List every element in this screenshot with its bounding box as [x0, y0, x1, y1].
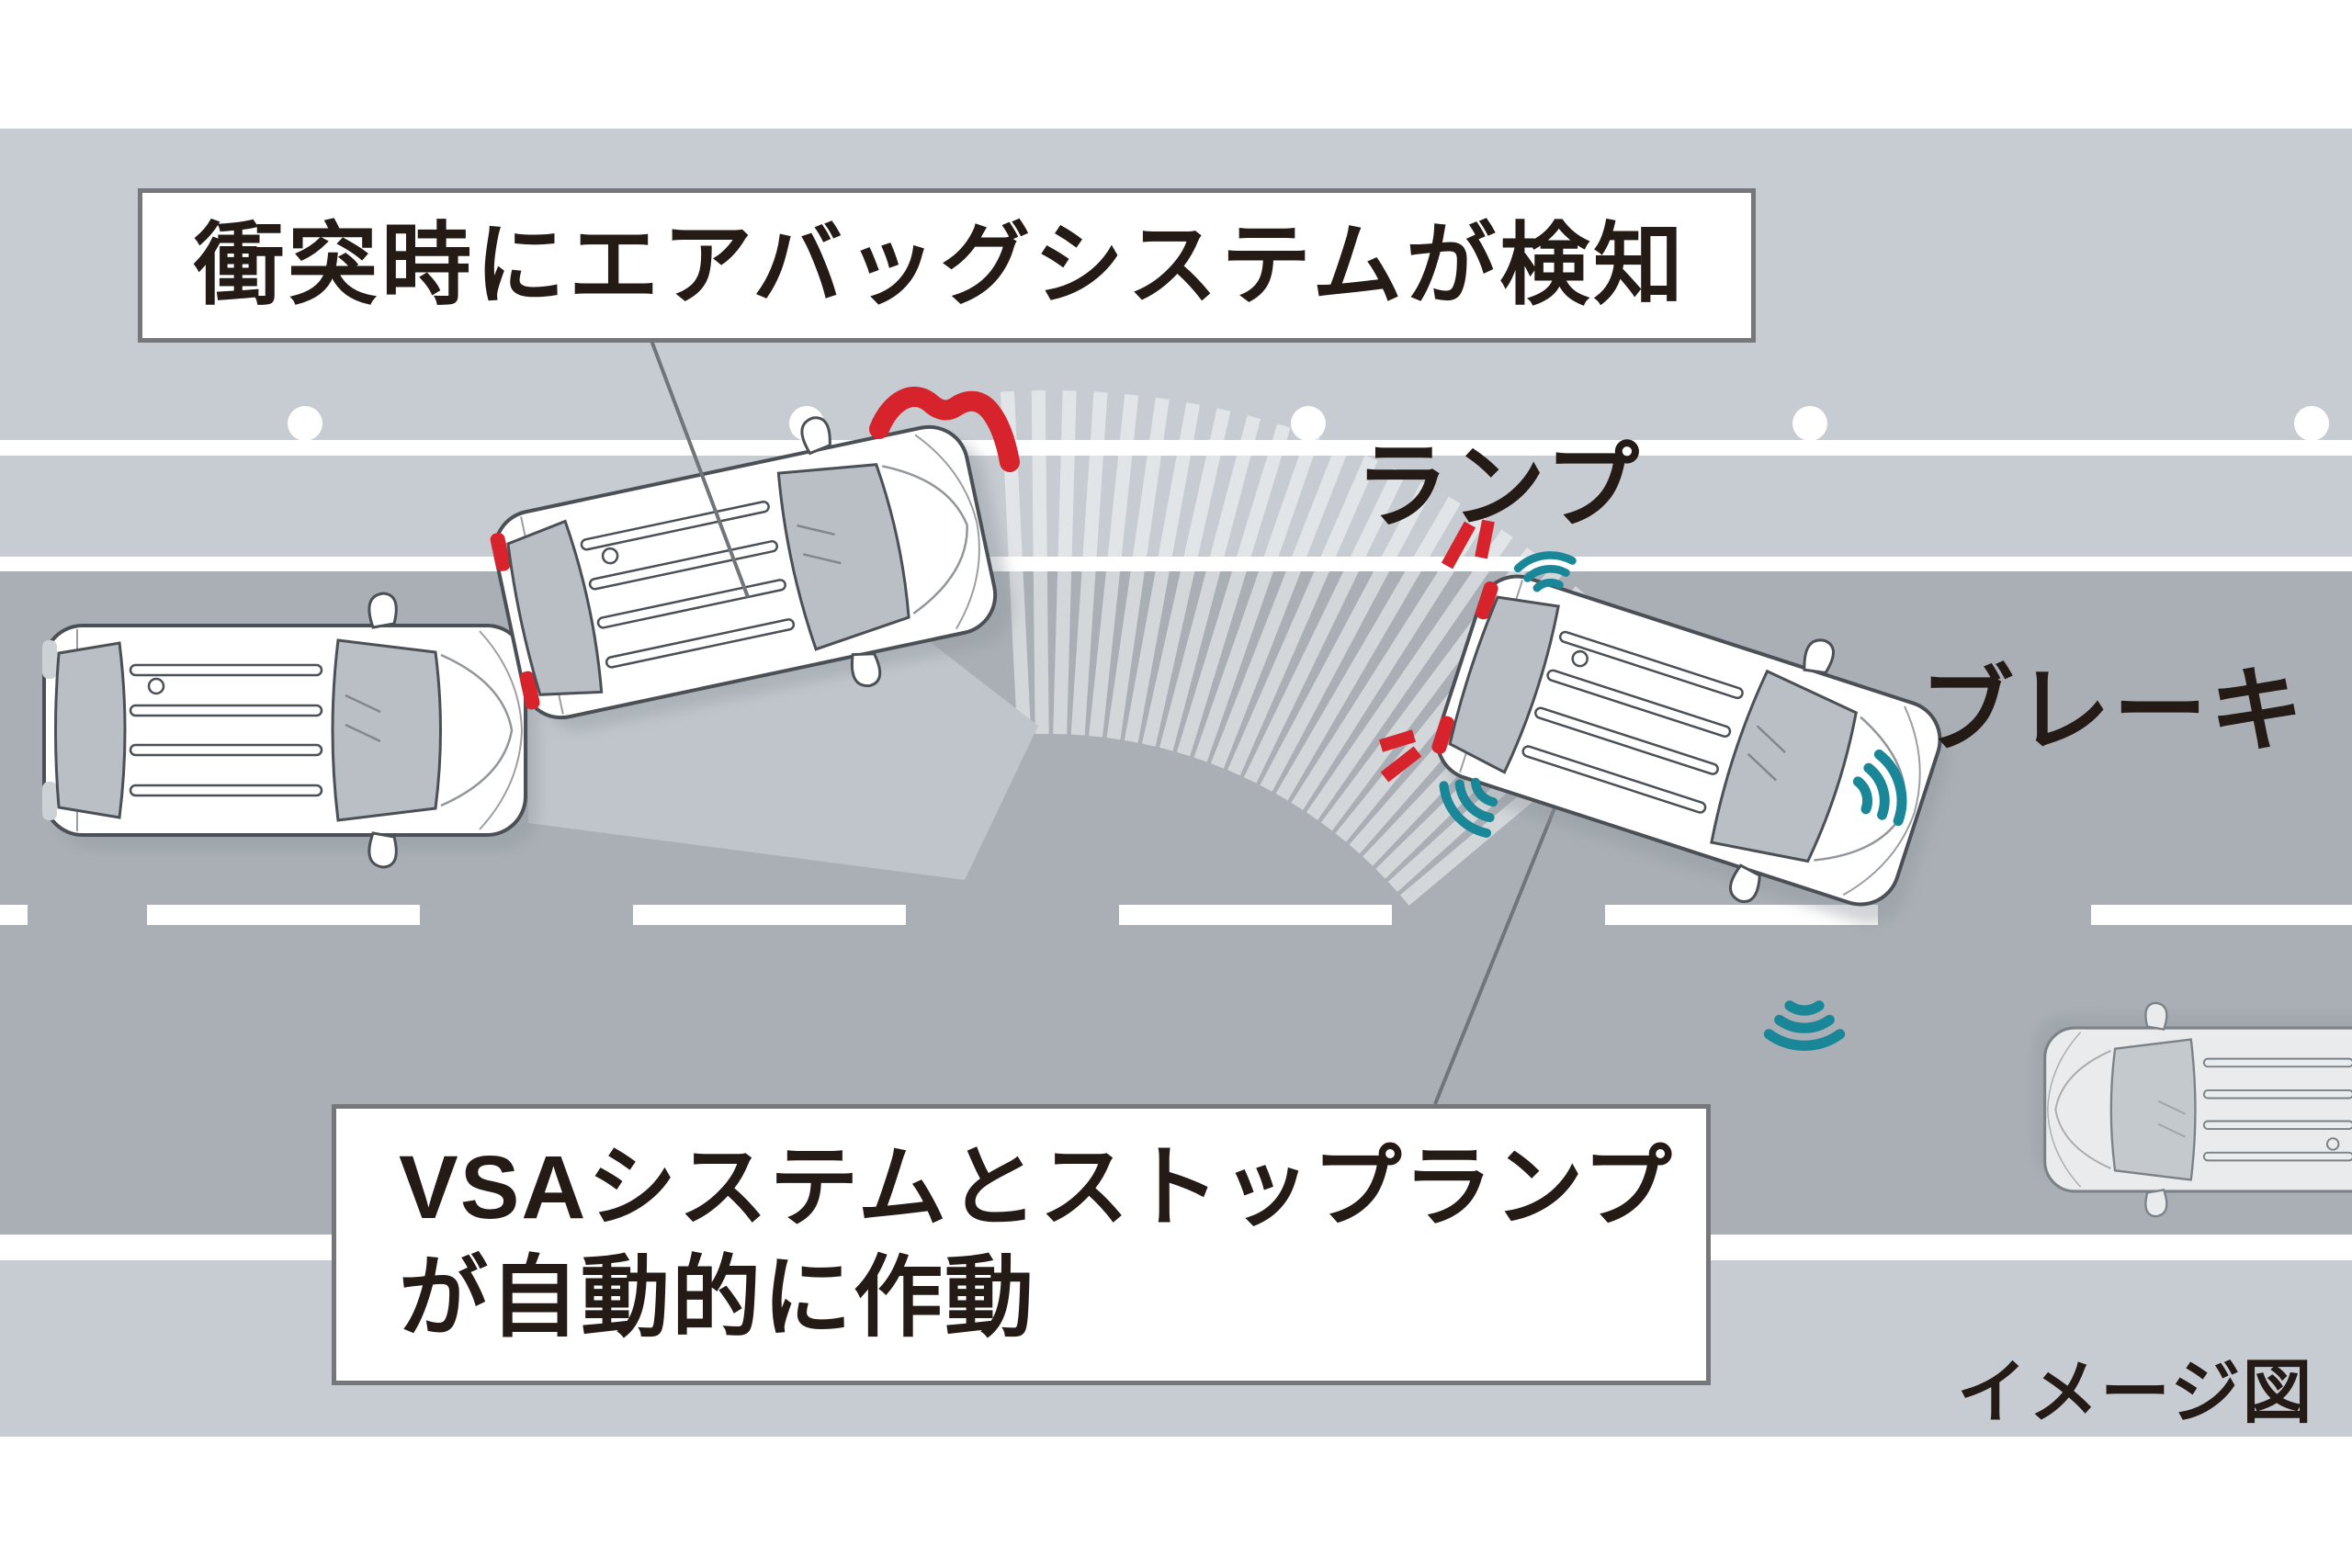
caption-image-note: イメージ図: [1957, 1354, 2314, 1432]
callout-airbag: 衝突時にエアバッグシステムが検知: [138, 188, 1756, 343]
lamp-flash-rear-right: [1378, 729, 1422, 783]
callout-airbag-text: 衝突時にエアバッグシステムが検知: [194, 214, 1688, 315]
bottom-margin: [0, 1437, 2352, 1568]
leader-line-vsa: [1433, 789, 1564, 1105]
callout-vsa: VSAシステムとストップランプ が自動的に作動: [332, 1104, 1711, 1385]
top-margin: [0, 0, 2352, 129]
callout-vsa-line1: VSAシステムとストップランプ: [399, 1137, 1674, 1237]
label-brake: ブレーキ: [1920, 659, 2306, 763]
crash-impact-icon: [869, 387, 1020, 472]
lamp-flash-rear-left: [1441, 519, 1495, 570]
adjacent-car: [2033, 1001, 2352, 1218]
label-lamp: ランプ: [1355, 434, 1642, 539]
lane-dash-line: [0, 905, 2352, 925]
shoulder-dots: [288, 406, 2329, 441]
leading-car: [40, 592, 538, 869]
edge-line-upper-a: [0, 440, 2352, 456]
edge-line-upper-b: [0, 557, 2352, 571]
braking-car: [1413, 533, 1962, 947]
leader-line-airbag: [649, 337, 750, 598]
callout-vsa-line2: が自動的に作動: [399, 1247, 1035, 1348]
collision-car: [477, 386, 1013, 759]
